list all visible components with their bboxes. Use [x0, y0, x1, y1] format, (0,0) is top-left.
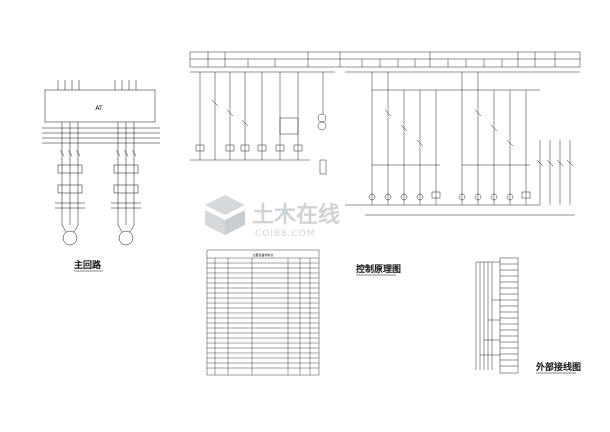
busbars — [42, 127, 160, 144]
table-title: 主要设备材料表 — [252, 252, 273, 257]
watermark-text: 土木在线 — [252, 202, 340, 228]
incoming-terminals — [57, 80, 137, 90]
right-control-branches — [368, 72, 540, 205]
table-row-lines — [207, 262, 319, 369]
motor-left-icon — [62, 230, 78, 246]
main-circuit — [42, 80, 160, 246]
switch-contacts — [59, 149, 137, 157]
feeder-right — [111, 122, 141, 246]
left-control-branches — [195, 72, 303, 160]
aux-contacts — [536, 140, 574, 205]
watermark-logo-icon — [205, 195, 245, 235]
at-switch-box — [44, 89, 156, 123]
external-wiring-title: 外部接线图 — [535, 361, 581, 373]
cable-bundle — [475, 261, 500, 370]
external-wiring — [475, 257, 519, 374]
control-diagram-title: 控制原理图 — [356, 263, 401, 275]
terminal-block — [499, 257, 519, 374]
at-box-label: AT — [95, 105, 103, 112]
feeder-left — [55, 122, 85, 246]
control-diagram — [189, 51, 581, 216]
transformer-icon — [317, 72, 327, 175]
terminal-block-rows — [500, 263, 518, 367]
watermark-subtext: COI88.COM — [255, 229, 315, 239]
equipment-table — [206, 249, 320, 376]
header-dividers — [207, 52, 556, 67]
motor-right-icon — [118, 230, 134, 246]
watermark: 土木在线 COI88.COM — [205, 195, 340, 239]
control-header-frame — [189, 51, 581, 68]
main-circuit-title: 主回路 — [74, 259, 102, 271]
